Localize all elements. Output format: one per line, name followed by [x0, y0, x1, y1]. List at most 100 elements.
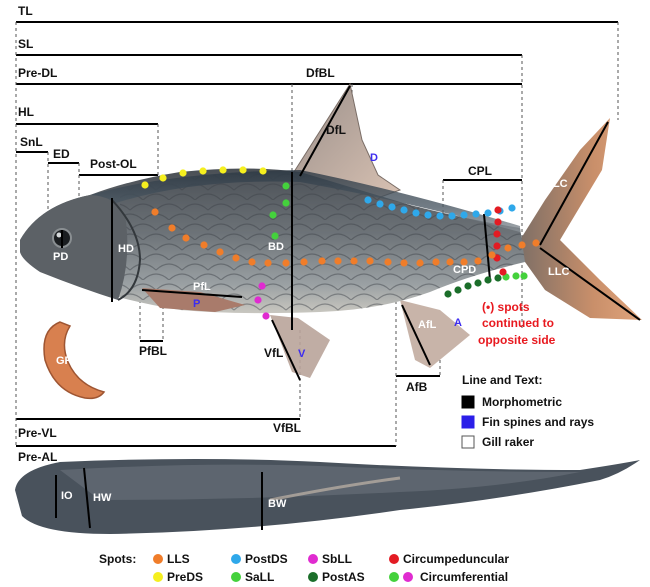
morphometric-swatch — [462, 396, 474, 408]
spots-legend-item-3: Circumpeduncular — [403, 552, 509, 566]
spot-preds — [141, 181, 148, 188]
label-dfbl: DfBL — [306, 66, 335, 80]
spot-lls — [264, 259, 271, 266]
label-vfl: VfL — [264, 346, 283, 360]
spot-postds — [424, 211, 431, 218]
spot-postas — [454, 286, 461, 293]
label-vfbl: VfBL — [273, 421, 301, 435]
label-hl: HL — [18, 105, 34, 119]
line-legend-item-0: Morphometric — [482, 395, 562, 409]
spot-postds — [448, 212, 455, 219]
spots-legend-item-0: LLS — [167, 552, 190, 566]
spot-lls — [182, 234, 189, 241]
label-afb: AfB — [406, 380, 428, 394]
spot-postds — [508, 204, 515, 211]
spots-legend-item-5: SaLL — [245, 570, 274, 584]
label-llc: LLC — [548, 266, 569, 278]
circumferential-swatch-magenta — [403, 572, 413, 582]
spot-preds — [199, 167, 206, 174]
label-pre-vl: Pre-VL — [18, 426, 57, 440]
line-legend-item-2: Gill raker — [482, 435, 534, 449]
label-cpl: CPL — [468, 164, 492, 178]
label-dfl: DfL — [326, 123, 346, 137]
label-hd: HD — [118, 243, 134, 255]
label-cpd: CPD — [453, 264, 476, 276]
spot-preds — [179, 169, 186, 176]
spot-lls — [504, 244, 511, 251]
spot-circumpeduncular — [493, 230, 500, 237]
label-pre-dl: Pre-DL — [18, 66, 57, 80]
spot-lls — [232, 254, 239, 261]
spots-legend-item-6: PostAS — [322, 570, 365, 584]
spot-postds — [388, 203, 395, 210]
label-io: IO — [61, 490, 73, 502]
note-line-1: (•) spots — [482, 300, 530, 314]
spots-legend-item-4: PreDS — [167, 570, 203, 584]
circumferential-swatch-green — [389, 572, 399, 582]
label-fin-v: V — [298, 348, 306, 360]
spots-legend-title: Spots: — [99, 552, 136, 566]
spot-lls — [488, 251, 495, 258]
spot-lls — [432, 258, 439, 265]
label-fin-a: A — [454, 317, 462, 329]
label-fin-d: D — [370, 152, 378, 164]
label-pfbl: PfBL — [139, 344, 167, 358]
label-fin-p: P — [193, 298, 200, 310]
lls-swatch — [153, 554, 163, 564]
spot-lls — [200, 241, 207, 248]
spot-sall — [512, 272, 519, 279]
gill-raker-swatch — [462, 436, 474, 448]
label-hw: HW — [93, 492, 112, 504]
line-legend-title: Line and Text: — [462, 373, 542, 387]
spot-sall — [282, 182, 289, 189]
label-tl: TL — [18, 4, 33, 18]
label-pd: PD — [53, 251, 68, 263]
spot-sall — [282, 199, 289, 206]
note-line-2: continued to — [482, 316, 554, 330]
spot-lls — [384, 258, 391, 265]
spot-sall — [520, 272, 527, 279]
spot-lls — [350, 257, 357, 264]
spot-lls — [518, 241, 525, 248]
spots-legend-item-7: Circumferential — [420, 570, 508, 584]
spot-postas — [444, 290, 451, 297]
label-snl: SnL — [20, 135, 43, 149]
spot-postds — [436, 212, 443, 219]
spot-postds — [376, 200, 383, 207]
spot-lls — [216, 248, 223, 255]
spot-lls — [416, 259, 423, 266]
spot-lls — [366, 257, 373, 264]
spot-circumpeduncular — [499, 268, 506, 275]
spot-postas — [464, 282, 471, 289]
spots-legend-item-1: PostDS — [245, 552, 288, 566]
spot-postas — [484, 276, 491, 283]
label-afl: AfL — [418, 319, 437, 331]
spot-lls — [282, 259, 289, 266]
fin-spines-swatch — [462, 416, 474, 428]
spot-preds — [159, 174, 166, 181]
spots-legend-item-2: SbLL — [322, 552, 352, 566]
sall-swatch — [231, 572, 241, 582]
note-line-3: opposite side — [478, 333, 556, 347]
sbll-swatch — [308, 554, 318, 564]
postas-swatch — [308, 572, 318, 582]
label-gr1: GR1 — [56, 355, 79, 367]
spots-legend: Spots: LLS PostDS SbLL Circumpeduncular … — [99, 552, 509, 584]
label-post-ol: Post-OL — [90, 157, 137, 171]
spot-preds — [239, 166, 246, 173]
spot-postds — [364, 196, 371, 203]
spot-sbll — [258, 282, 265, 289]
spot-sbll — [254, 296, 261, 303]
label-pfl: PfL — [193, 281, 211, 293]
spot-lls — [334, 257, 341, 264]
spot-lls — [318, 257, 325, 264]
line-legend-item-1: Fin spines and rays — [482, 415, 594, 429]
label-bw: BW — [268, 498, 287, 510]
spot-lls — [532, 239, 539, 246]
spot-preds — [219, 166, 226, 173]
spot-sall — [269, 211, 276, 218]
spot-circumpeduncular — [494, 206, 501, 213]
spot-postds — [472, 210, 479, 217]
label-sl: SL — [18, 37, 33, 51]
